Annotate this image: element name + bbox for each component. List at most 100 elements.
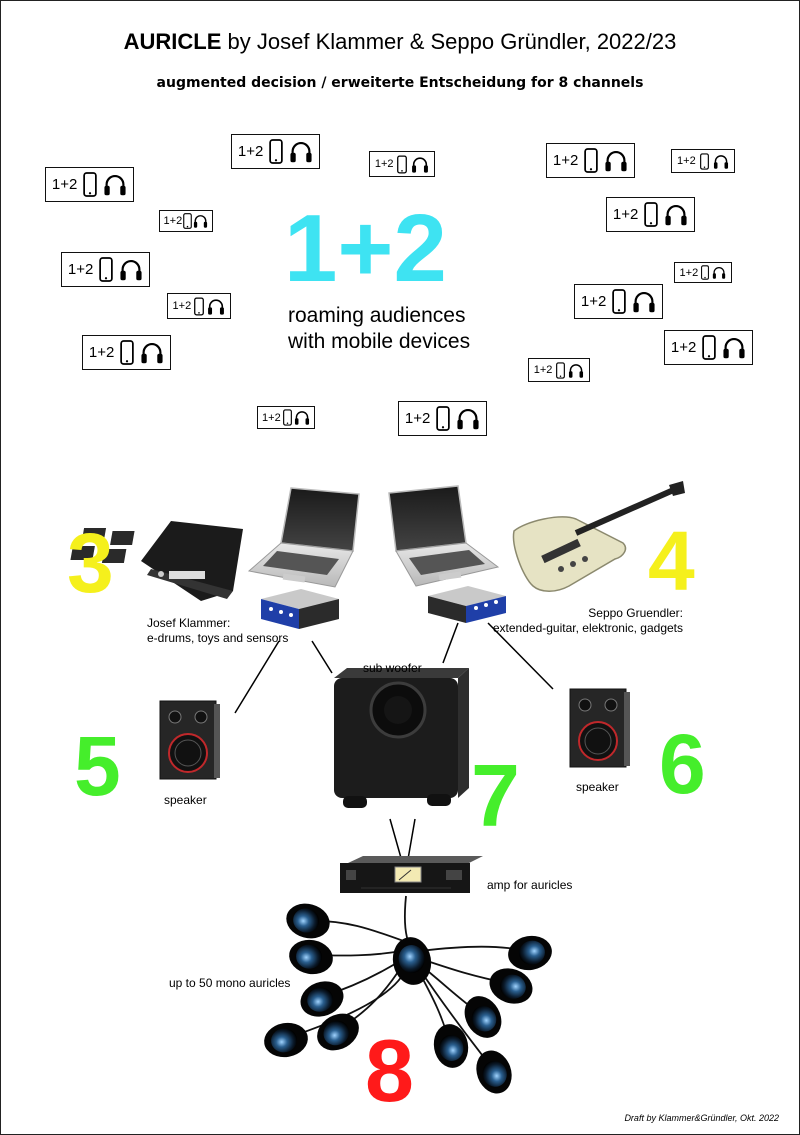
device-badge: 1+2: [574, 284, 663, 319]
device-badge: 1+2: [82, 335, 171, 370]
page-title: AURICLE by Josef Klammer & Seppo Gründle…: [1, 29, 799, 55]
laptop-icon-right: [388, 485, 500, 587]
speaker-icon-left: [159, 700, 220, 780]
device-badge: 1+2: [257, 406, 315, 429]
device-badge-label: 1+2: [679, 266, 699, 279]
device-badge: 1+2: [369, 151, 435, 177]
device-badge: 1+2: [231, 134, 320, 169]
device-badge: 1+2: [61, 252, 150, 287]
auricle-speaker-icon: [392, 937, 432, 985]
audio-interface-icon-left: [261, 589, 339, 629]
smartphone-icon: [699, 152, 709, 170]
speaker-icon-right: [569, 688, 630, 768]
smartphone-icon: [584, 148, 598, 173]
auricle-speaker-icon: [289, 939, 333, 975]
auricle-speaker-icon: [317, 1013, 359, 1051]
smartphone-icon: [644, 202, 658, 227]
device-badge-label: 1+2: [677, 155, 696, 167]
device-badge-label: 1+2: [237, 143, 264, 160]
channel-5-number: 5: [74, 719, 121, 813]
speaker-left-label: speaker: [164, 793, 207, 807]
device-badge-label: 1+2: [533, 364, 553, 376]
headphones-icon: [194, 215, 208, 228]
smartphone-icon: [701, 265, 710, 280]
amplifier-icon: [340, 856, 483, 893]
channel-3-number: 3: [67, 516, 114, 610]
device-badge-label: 1+2: [612, 206, 639, 223]
seppo-label-line-1: Seppo Gruendler:: [588, 606, 683, 620]
seppo-label-line-2: extended-guitar, elektronic, gadgets: [492, 621, 683, 635]
cable-right-sub: [442, 622, 459, 664]
subwoofer-icon: [334, 668, 469, 808]
headphones-icon: [713, 267, 726, 279]
device-badge-label: 1+2: [88, 344, 115, 361]
device-badge: 1+2: [45, 167, 134, 202]
device-badge: 1+2: [159, 210, 213, 232]
device-badge: 1+2: [398, 401, 487, 436]
smartphone-icon: [194, 297, 205, 315]
auricles-label: up to 50 mono auricles: [169, 976, 291, 990]
laptop-icon-left: [247, 487, 360, 588]
cable-left-speaker: [234, 640, 280, 714]
device-badge: 1+2: [671, 149, 735, 173]
device-badge-label: 1+2: [262, 411, 281, 424]
headphones-icon: [713, 154, 728, 169]
audio-interface-icon-right: [428, 586, 506, 623]
e-drum-pad-icon: [70, 521, 243, 601]
device-badge: 1+2: [167, 293, 231, 319]
roaming-line-2: with mobile devices: [288, 330, 471, 353]
channel-1-2-description: roaming audiences with mobile devices: [288, 303, 470, 355]
smartphone-icon: [612, 289, 626, 314]
title-rest: by Josef Klammer & Seppo Gründler, 2022/…: [221, 29, 677, 54]
smartphone-icon: [702, 335, 716, 360]
josef-label: Josef Klammer: e-drums, toys and sensors: [147, 616, 288, 646]
auricle-speaker-icon: [433, 1024, 469, 1068]
auricle-speaker-icon: [286, 903, 330, 939]
channel-4-number: 4: [648, 514, 695, 608]
device-badge-label: 1+2: [67, 261, 94, 278]
credit-note: Draft by Klammer&Gründler, Okt. 2022: [624, 1113, 779, 1123]
device-badge-label: 1+2: [374, 158, 394, 170]
headphones-icon: [605, 151, 627, 172]
auricle-speaker-icon: [264, 1022, 308, 1058]
headphones-icon: [633, 292, 655, 313]
channel-1-2-number: 1+2: [284, 195, 447, 302]
headphones-icon: [457, 409, 479, 430]
guitar-icon: [512, 481, 685, 592]
device-badge: 1+2: [664, 330, 753, 365]
headphones-icon: [665, 205, 687, 226]
headphones-icon: [412, 156, 428, 173]
auricle-speaker-icon: [464, 996, 502, 1038]
sub-woofer-label: sub woofer: [363, 661, 422, 675]
headphones-icon: [120, 260, 142, 281]
roaming-line-1: roaming audiences: [288, 304, 466, 327]
device-badge-label: 1+2: [404, 410, 431, 427]
page-subtitle: augmented decision / erweiterte Entschei…: [156, 75, 644, 91]
speaker-right-label: speaker: [576, 780, 619, 794]
smartphone-icon: [183, 213, 193, 229]
seppo-label: Seppo Gruendler: extended-guitar, elektr…: [489, 606, 683, 636]
auricle-speaker-icon: [476, 1050, 512, 1094]
auricle-speaker-icon-group: [264, 903, 552, 1094]
channel-6-number: 6: [659, 717, 706, 811]
smartphone-icon: [269, 139, 283, 164]
device-badge-label: 1+2: [51, 176, 78, 193]
headphones-icon: [294, 411, 309, 425]
auricle-speaker-icon: [489, 968, 533, 1004]
device-badge: 1+2: [546, 143, 635, 178]
josef-label-line-1: Josef Klammer:: [147, 616, 231, 630]
device-badge-label: 1+2: [552, 152, 579, 169]
channel-7-number: 7: [471, 746, 520, 845]
headphones-icon: [141, 343, 163, 364]
device-badge-label: 1+2: [580, 293, 607, 310]
josef-label-line-2: e-drums, toys and sensors: [147, 631, 289, 645]
device-badge: 1+2: [674, 262, 732, 283]
device-badge: 1+2: [606, 197, 695, 232]
cable-right-speaker: [487, 622, 554, 690]
title-bold: AURICLE: [123, 29, 222, 54]
headphones-icon: [208, 298, 225, 315]
device-badge-label: 1+2: [163, 215, 183, 227]
smartphone-icon: [282, 409, 292, 426]
